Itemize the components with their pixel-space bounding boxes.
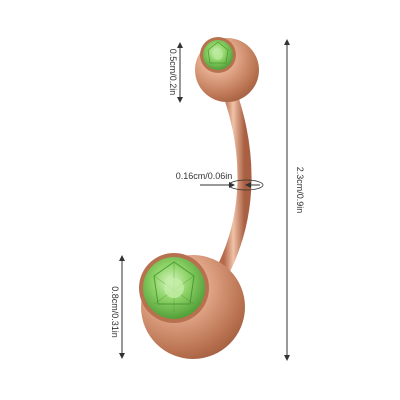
bottom-gem bbox=[139, 253, 209, 323]
dimension-bottom-ball: 0.8cm/0.31in bbox=[110, 255, 125, 359]
dimension-total-length-label: 2.3cm/0.9in bbox=[295, 167, 305, 214]
dimension-top-ball-label: 0.5cm/0.2in bbox=[168, 49, 178, 96]
curved-bar bbox=[217, 93, 252, 275]
dimension-bar-thickness-label: 0.16cm/0.06in bbox=[176, 171, 233, 181]
dimension-bottom-ball-label: 0.8cm/0.31in bbox=[110, 286, 120, 338]
bottom-ball bbox=[139, 253, 245, 359]
dimension-total-length: 2.3cm/0.9in bbox=[284, 39, 305, 361]
top-ball bbox=[195, 37, 259, 102]
dimension-bar-thickness: 0.16cm/0.06in bbox=[176, 171, 264, 191]
top-gem bbox=[200, 37, 236, 73]
dimension-top-ball: 0.5cm/0.2in bbox=[168, 42, 183, 103]
